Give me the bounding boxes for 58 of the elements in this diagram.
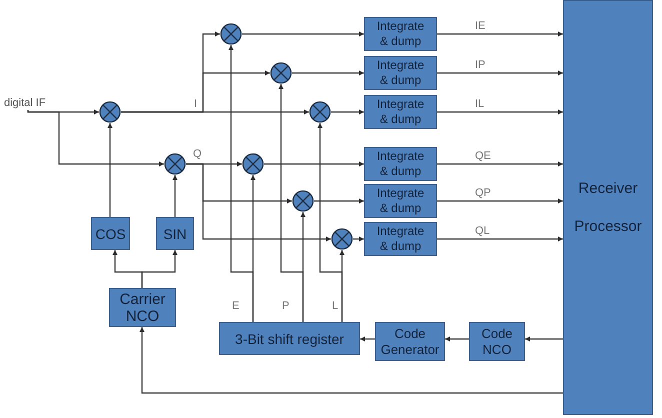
process-box: Integrate & dump (364, 184, 437, 218)
mixer-symbol (309, 101, 331, 123)
edge-label: L (331, 300, 340, 312)
arrow (172, 175, 178, 217)
process-box: Integrate & dump (364, 222, 437, 256)
process-box: Code NCO (469, 322, 525, 361)
process-box: Code Generator (375, 322, 445, 361)
arrow (27, 110, 164, 166)
edge-label: QL (474, 225, 491, 237)
arrow (353, 236, 364, 242)
arrow (437, 110, 563, 114)
arrow (437, 162, 563, 166)
arrow (264, 162, 364, 166)
mixer-symbol (270, 62, 292, 84)
arrow (140, 327, 563, 394)
arrow (445, 336, 469, 342)
arrow (360, 336, 375, 342)
arrow (340, 250, 344, 322)
mixer-symbol (164, 153, 186, 175)
arrow (108, 123, 112, 217)
arrow (437, 236, 563, 242)
process-box: Integrate & dump (364, 147, 437, 181)
mixer-symbol (220, 23, 242, 45)
arrow (437, 32, 563, 36)
processor-block: Receiver Processor (563, 0, 653, 415)
arrow (300, 212, 306, 322)
edge-label: QE (474, 150, 492, 162)
arrow (121, 110, 309, 114)
input-label: digital IF (4, 97, 54, 110)
arrow (437, 198, 563, 204)
edge-label: IL (474, 98, 486, 110)
edge-label: P (281, 300, 290, 312)
edge-label: Q (192, 148, 203, 160)
mixer-symbol (99, 101, 121, 123)
edge-label: QP (474, 187, 492, 199)
arrow (437, 70, 563, 76)
arrow (141, 250, 178, 288)
edge-label: I (193, 98, 198, 110)
process-box: 3-Bit shift register (219, 322, 360, 355)
arrow (525, 336, 563, 342)
mixer-symbol (242, 153, 264, 175)
edge-label: E (231, 300, 240, 312)
process-box: Carrier NCO (109, 288, 176, 327)
process-box: Integrate & dump (364, 95, 437, 129)
arrow (250, 175, 256, 322)
mixer-symbol (331, 228, 353, 250)
mixer-symbol (292, 190, 314, 212)
arrow (314, 198, 364, 204)
process-box: SIN (156, 217, 194, 250)
arrow (186, 163, 331, 242)
arrow (331, 110, 364, 114)
edge-label: IE (474, 20, 486, 32)
process-box: Integrate & dump (364, 17, 437, 51)
process-box: Integrate & dump (364, 56, 437, 90)
process-box: COS (91, 217, 130, 250)
edge-label: IP (474, 59, 486, 71)
arrow (292, 70, 364, 76)
arrow (242, 32, 364, 36)
